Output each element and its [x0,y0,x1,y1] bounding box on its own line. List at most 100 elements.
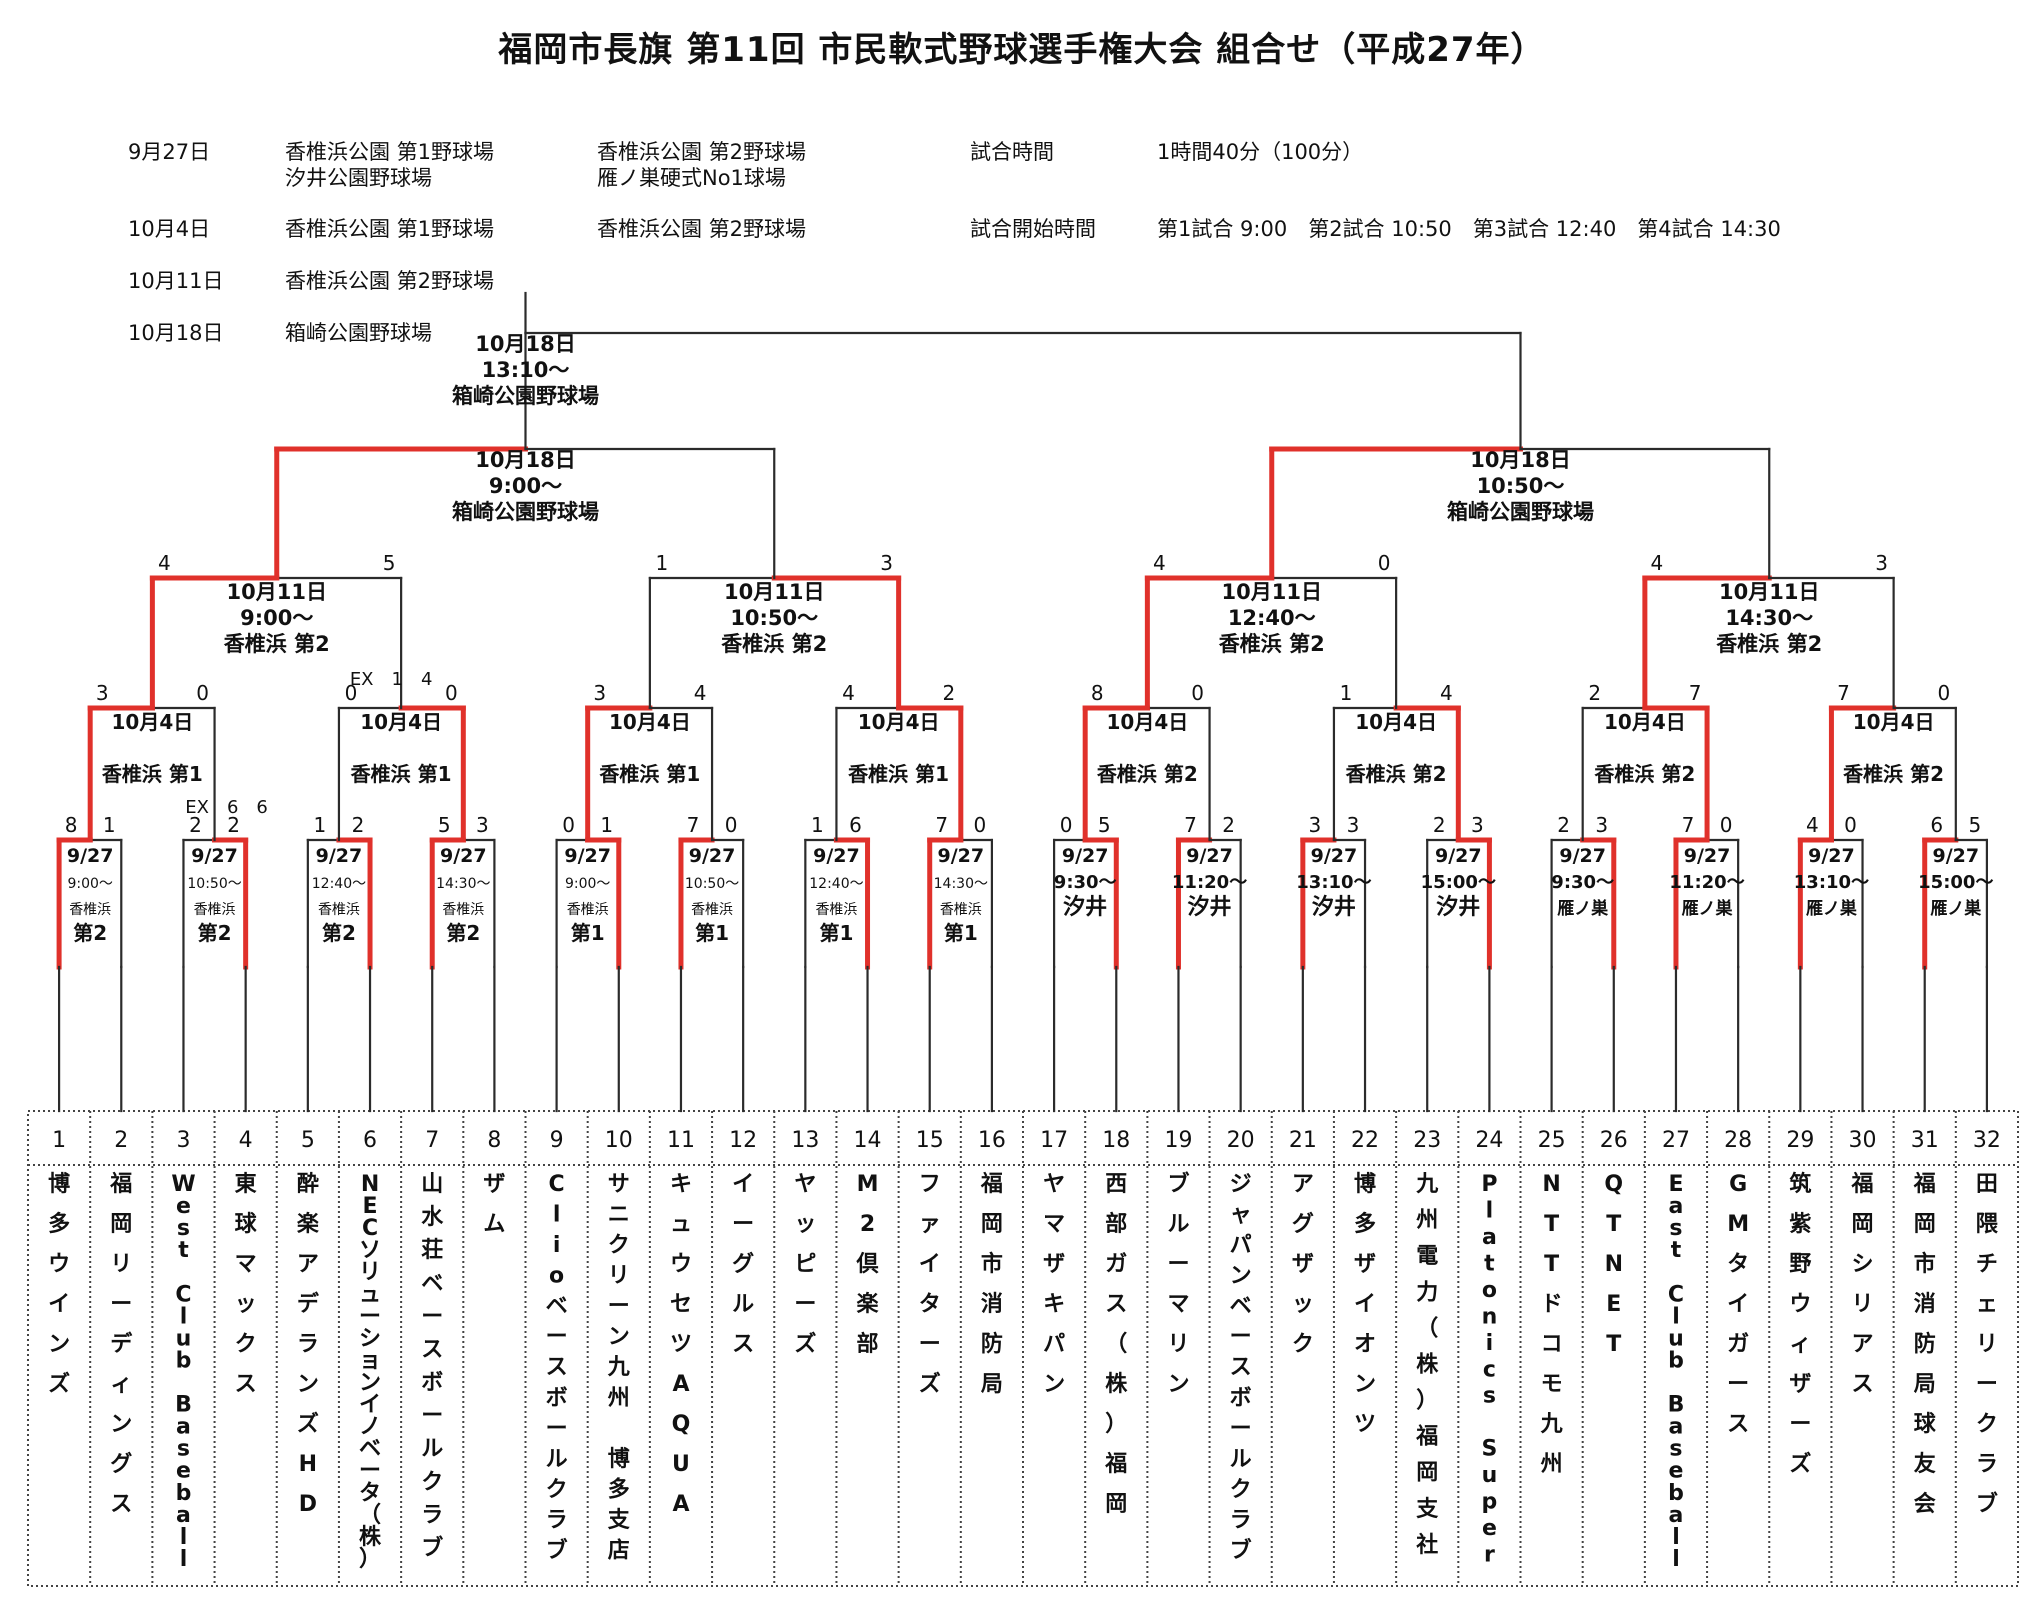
match-venue: 汐井 [1436,894,1480,920]
score-right: 5 [1969,813,1982,837]
team-name-char: 部 [857,1331,879,1357]
team-name-char: ク [1292,1332,1314,1357]
team-number: 29 [1786,1128,1814,1153]
team-name-char: グ [110,1451,132,1477]
match-date: 9/27 [938,845,985,867]
team-name-char: T [1606,1212,1621,1237]
team-name-char: 荘 [421,1238,443,1263]
team-name-char: 西 [1105,1172,1127,1197]
team-number: 27 [1662,1128,1690,1153]
team-number: 32 [1973,1128,2001,1153]
match-venue: 香椎浜 第2 [721,632,827,656]
team-name-char: 市 [1914,1251,1936,1277]
team-name-char: ス [1105,1292,1127,1317]
team-number: 7 [425,1128,439,1153]
team-name-char: キ [670,1172,692,1197]
team-name-char: ー [1789,1412,1811,1437]
team-name-char: E [1668,1172,1683,1197]
team-number: 14 [854,1128,882,1153]
team-name-char: （ [1105,1332,1127,1357]
team-name-char: 岡 [1416,1461,1438,1486]
team-name-char: ピ [794,1252,816,1277]
score-left: 4 [158,551,171,575]
team-name-char: N [1605,1252,1623,1277]
team-name-char: t [1484,1251,1495,1276]
team-number: 22 [1351,1128,1379,1153]
team-name-char: r [1484,1543,1495,1568]
score-right: 1 [600,813,613,837]
match-time: 9:30～ [1551,872,1614,893]
score-left: 5 [438,813,451,837]
team-name-char: ウ [1789,1292,1811,1317]
team-name-char: ） [1105,1412,1127,1437]
match-date: 10月4日 [1107,710,1189,734]
score-right: 4 [1440,681,1453,705]
match-time: 12:40～ [1228,606,1316,630]
team-name-char: ン [1043,1372,1065,1397]
team-name-char: s [1669,1437,1682,1462]
team-name-char: 岡 [1914,1212,1936,1237]
score-right: 6 [849,813,862,837]
match-date: 9/27 [1933,845,1980,867]
team-name-char: ア [1292,1172,1314,1197]
team-name-char: ズ [1789,1451,1811,1477]
team-name-char: イ [732,1172,754,1197]
team-name-char: 東 [235,1172,257,1197]
team-name-char: ス [1230,1355,1252,1380]
team-name-char: ジ [1230,1172,1252,1197]
score-left: 1 [656,551,669,575]
team-name-char: E [1606,1292,1621,1317]
schedule-date-1: 9月27日 [128,140,211,164]
team-name-char: ベ [359,1437,381,1462]
team-name-char: C [1668,1282,1684,1307]
team-name-char: ル [1230,1447,1252,1472]
match-venue: 香椎浜 [940,902,982,918]
team-name-char: ー [1230,1325,1252,1350]
team-name-char: C [362,1216,378,1241]
match-date: 9/27 [316,845,363,867]
match-time: 9:30～ [1054,872,1117,893]
team-name-char: ベ [421,1271,443,1296]
match-date: 9/27 [191,845,238,867]
team-name-char: u [1668,1326,1684,1351]
team-name-char: B [175,1393,192,1418]
game-time-value: 1時間40分（100分） [1157,140,1364,164]
team-name-char: 州 [608,1386,630,1411]
team-name-char: e [176,1194,191,1219]
team-number: 1 [52,1128,66,1153]
team-name-char: B [1668,1393,1685,1418]
team-name-char: a [1669,1503,1684,1528]
team-name-char: ブ [1976,1491,1998,1517]
score-left: 7 [687,813,700,837]
team-name-char: 福 [980,1172,1003,1197]
team-name-char: ィ [110,1372,132,1397]
match-time: 9:00～ [67,876,112,892]
team-name-char: W [171,1172,195,1197]
team-name-char: ン [1167,1372,1189,1397]
team-name-char: ス [1727,1412,1749,1437]
schedule-venue-2a: 香椎浜公園 第1野球場 [285,217,495,241]
final-venue: 箱崎公園野球場 [452,384,599,408]
team-name-char: ラ [1230,1508,1252,1533]
match-venue: 雁ノ巣 [1806,898,1858,919]
team-name-char: 野 [1789,1252,1811,1277]
match-time: 14:30～ [436,876,490,892]
match-date: 10月11日 [724,580,824,604]
team-name-char: ー [732,1212,754,1237]
team-name-char: ク [546,1477,568,1502]
team-name-char: ー [794,1292,816,1317]
team-name-char: ア [1852,1332,1874,1357]
team-name-char: リ [1852,1292,1874,1317]
match-date: 10月11日 [227,580,327,604]
team-name-char: T [1544,1252,1559,1277]
match-venue: 汐井 [1188,894,1232,920]
match-venue: 香椎浜 [194,902,236,918]
team-name-char: ー [1230,1416,1252,1441]
team-name-char: コ [1541,1332,1563,1357]
team-name-char: 筑 [1789,1171,1811,1197]
match-time: 14:30～ [934,876,988,892]
match-date: 10月11日 [1222,580,1322,604]
team-number: 9 [550,1128,564,1153]
match-venue: 香椎浜 第2 [224,632,330,656]
